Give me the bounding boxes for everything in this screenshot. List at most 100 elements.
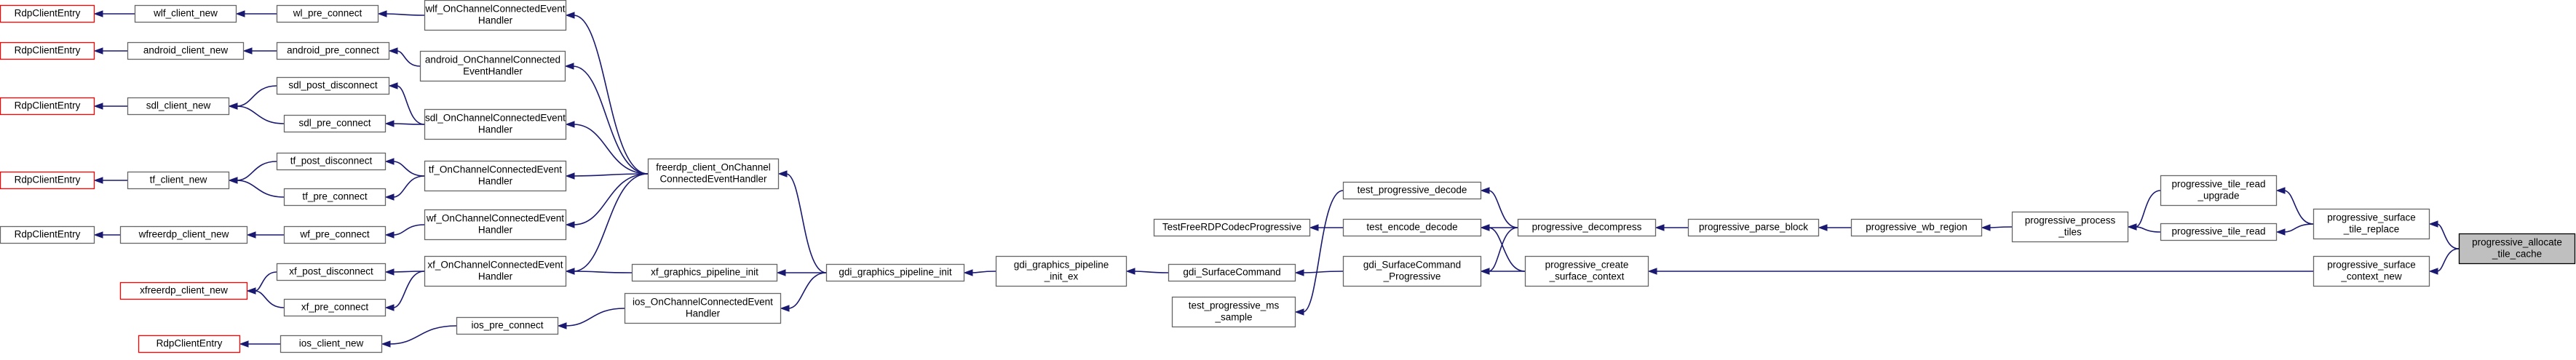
node-label: RdpClientEntry <box>15 100 81 111</box>
node-box <box>134 4 237 23</box>
arrowhead-icon <box>1480 224 1490 231</box>
node-label: _tiles <box>2058 227 2082 238</box>
function-node[interactable]: progressive_process_tiles <box>2011 211 2129 243</box>
function-node[interactable]: RdpClientEntry <box>0 4 95 23</box>
call-edge <box>389 325 457 345</box>
node-label: wf_OnChannelConnectedEvent <box>426 213 564 224</box>
call-edge <box>572 65 649 175</box>
function-node[interactable]: xfreerdp_client_new <box>119 281 248 300</box>
function-node[interactable]: sdl_post_disconnect <box>276 76 390 95</box>
function-node[interactable]: progressive_tile_read <box>2160 223 2278 241</box>
node-label: Handler <box>478 225 513 236</box>
arrowhead-icon <box>239 340 249 348</box>
node-label: progressive_decompress <box>1532 222 1642 233</box>
function-node[interactable]: test_encode_decode <box>1342 218 1482 237</box>
function-node[interactable]: wl_pre_connect <box>276 4 379 23</box>
node-label: wlf_OnChannelConnectedEvent <box>424 4 565 15</box>
node-box <box>1168 263 1296 282</box>
arrowhead-icon <box>93 231 103 239</box>
arrowhead-icon <box>2428 268 2438 275</box>
function-node[interactable]: android_pre_connect <box>276 41 390 60</box>
function-node[interactable]: progressive_surface_tile_replace <box>2313 208 2430 240</box>
node-box <box>631 263 778 282</box>
node-label: progressive_wb_region <box>1866 222 1967 233</box>
function-node[interactable]: RdpClientEntry <box>0 171 95 190</box>
function-node[interactable]: progressive_surface_context_new <box>2313 255 2430 287</box>
node-label: freerdp_client_OnChannel <box>656 162 771 173</box>
function-node[interactable]: test_progressive_decode <box>1342 181 1482 200</box>
function-node[interactable]: ios_client_new <box>280 335 383 353</box>
function-node[interactable]: xf_pre_connect <box>283 298 387 317</box>
node-box <box>424 160 567 192</box>
node-label: Handler <box>686 308 721 319</box>
arrowhead-icon <box>565 221 575 228</box>
function-node[interactable]: gdi_SurfaceCommand_Progressive <box>1342 255 1482 287</box>
node-box <box>283 114 387 133</box>
node-label: sdl_client_new <box>146 100 211 111</box>
function-node[interactable]: android_client_new <box>127 41 245 60</box>
function-node[interactable]: RdpClientEntry <box>138 335 241 353</box>
function-node[interactable]: wf_pre_connect <box>283 225 387 244</box>
arrowhead-icon <box>93 10 103 17</box>
function-node[interactable]: sdl_client_new <box>127 97 230 116</box>
node-box <box>276 4 379 23</box>
function-node[interactable]: gdi_graphics_pipeline_init <box>825 263 965 282</box>
function-node[interactable]: progressive_decompress <box>1517 218 1657 237</box>
function-node[interactable]: progressive_create_surface_context <box>1524 255 1649 287</box>
node-box <box>424 209 567 241</box>
function-node[interactable]: ios_pre_connect <box>456 316 559 335</box>
function-node[interactable]: tf_post_disconnect <box>276 152 387 171</box>
node-box <box>0 225 95 244</box>
function-node[interactable]: xf_post_disconnect <box>276 263 387 281</box>
call-edge <box>236 85 277 107</box>
arrowhead-icon <box>93 103 103 110</box>
call-edge <box>1488 227 1518 272</box>
call-edge <box>254 271 277 292</box>
node-box <box>138 335 241 353</box>
call-edge <box>2283 190 2314 225</box>
function-node[interactable]: progressive_allocate_tile_cache <box>2458 233 2576 265</box>
node-label: xfreerdp_client_new <box>140 285 228 296</box>
function-node[interactable]: RdpClientEntry <box>0 97 95 116</box>
function-node[interactable]: xf_graphics_pipeline_init <box>631 263 778 282</box>
call-edge <box>971 271 996 273</box>
function-node[interactable]: RdpClientEntry <box>0 41 95 60</box>
node-label: xf_OnChannelConnectedEvent <box>427 260 563 271</box>
node-box <box>0 41 95 60</box>
arrowhead-icon <box>384 231 395 239</box>
node-label: xf_post_disconnect <box>289 266 373 277</box>
function-node[interactable]: tf_pre_connect <box>283 188 387 207</box>
node-box <box>280 335 383 353</box>
function-node[interactable]: gdi_graphics_pipeline_init_ex <box>995 255 1128 287</box>
function-node[interactable]: sdl_pre_connect <box>283 114 387 133</box>
function-node[interactable]: tf_client_new <box>127 171 230 190</box>
function-node[interactable]: progressive_parse_block <box>1687 218 1820 237</box>
call-edge <box>392 224 425 236</box>
node-label: progressive_tile_read <box>2171 179 2265 190</box>
arrowhead-icon <box>1647 268 1657 275</box>
node-box <box>1687 218 1820 237</box>
function-node[interactable]: freerdp_client_OnChannelConnectedEventHa… <box>647 158 780 190</box>
function-node[interactable]: TestFreeRDPCodecProgressive <box>1153 218 1311 237</box>
call-edge <box>573 173 649 177</box>
call-edge <box>254 290 285 308</box>
function-node[interactable]: progressive_tile_read_upgrade <box>2160 175 2278 207</box>
function-node[interactable]: progressive_wb_region <box>1850 218 1983 237</box>
function-node[interactable]: wlf_client_new <box>134 4 237 23</box>
function-node[interactable]: test_progressive_ms_sample <box>1171 296 1296 328</box>
node-box <box>276 263 387 281</box>
node-box <box>424 0 567 31</box>
function-node[interactable]: RdpClientEntry <box>0 225 95 244</box>
function-node[interactable]: wfreerdp_client_new <box>119 225 248 244</box>
function-node[interactable]: gdi_SurfaceCommand <box>1168 263 1296 282</box>
arrowhead-icon <box>246 287 256 295</box>
node-label: wf_pre_connect <box>299 229 370 240</box>
